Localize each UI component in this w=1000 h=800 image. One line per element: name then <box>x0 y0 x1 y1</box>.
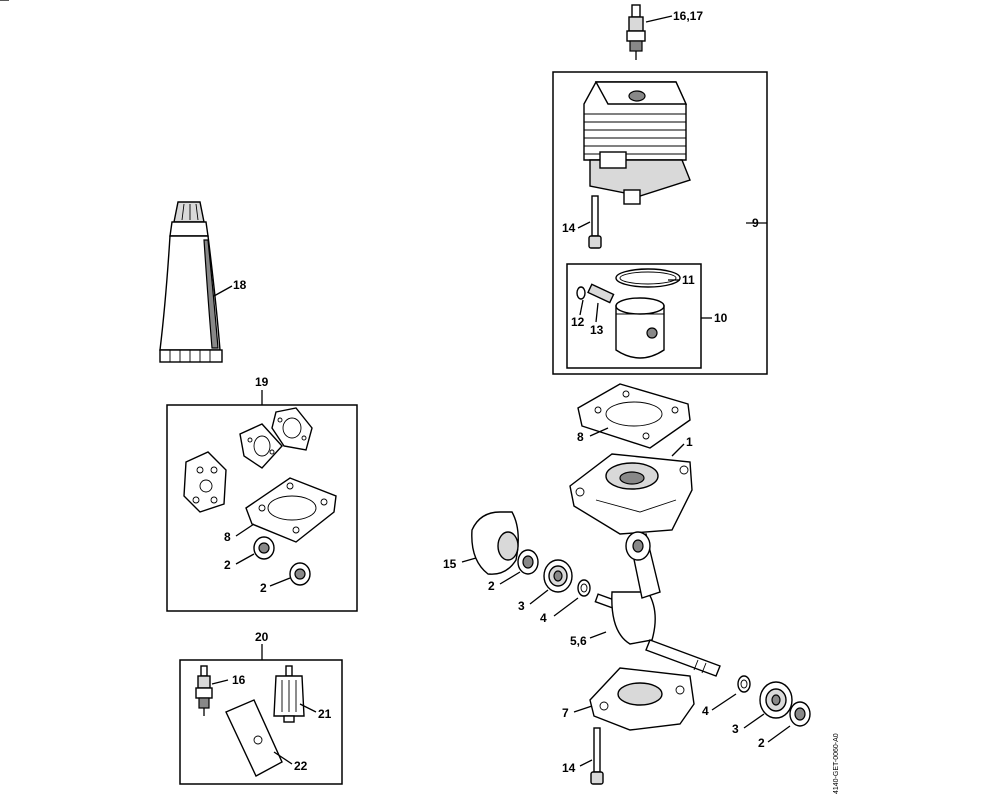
label-21: 21 <box>318 707 332 721</box>
label-4-left: 4 <box>540 611 547 625</box>
label-3-right: 3 <box>732 722 739 736</box>
label-8-right: 8 <box>577 430 584 444</box>
label-16: 16 <box>232 673 246 687</box>
crankshaft <box>594 531 721 677</box>
label-4-right: 4 <box>702 704 709 718</box>
crankcase-lower <box>589 667 695 731</box>
piston-ring <box>615 268 681 288</box>
label-19: 19 <box>255 375 269 389</box>
oil-seal-right <box>789 701 811 727</box>
piston-pin <box>587 283 615 304</box>
crankcase <box>569 453 693 535</box>
label-2-set-b: 2 <box>260 581 267 595</box>
air-filter <box>225 699 283 777</box>
cylinder-gasket <box>577 383 691 449</box>
label-13: 13 <box>590 323 604 337</box>
label-2-set-a: 2 <box>224 558 231 572</box>
washer-left <box>577 579 591 597</box>
bolt-top <box>588 195 602 249</box>
clutch-drum <box>471 511 519 575</box>
oil-seal-left <box>517 549 539 575</box>
cylinder <box>583 81 691 205</box>
label-14-bottom: 14 <box>562 761 576 775</box>
spark-plug-top <box>626 4 646 60</box>
label-2-left: 2 <box>488 579 495 593</box>
carburetor-gasket <box>183 451 227 513</box>
label-7: 7 <box>562 706 569 720</box>
label-5-6: 5,6 <box>570 634 587 648</box>
label-15: 15 <box>443 557 457 571</box>
label-8-left: 8 <box>224 530 231 544</box>
spark-plug-kit <box>195 665 213 716</box>
circlip <box>576 286 586 300</box>
label-16-17: 16,17 <box>673 9 703 23</box>
label-1: 1 <box>686 435 693 449</box>
label-14-top: 14 <box>562 221 576 235</box>
drawing-code: 4140-GET-0060-A0 <box>833 733 840 794</box>
tool-kit-box <box>179 659 343 785</box>
oil-seal-set-a <box>253 536 275 560</box>
label-12: 12 <box>571 315 585 329</box>
oil-seal-set-b <box>289 562 311 586</box>
label-18: 18 <box>233 278 247 292</box>
bolt-bottom <box>590 727 604 785</box>
piston-kit-box <box>566 263 702 369</box>
intake-gasket-b <box>271 407 313 451</box>
label-22: 22 <box>294 759 308 773</box>
ball-bearing-right <box>759 681 793 719</box>
label-10: 10 <box>714 311 728 325</box>
label-11: 11 <box>682 273 695 287</box>
intake-gasket-a <box>239 423 283 469</box>
label-3-left: 3 <box>518 599 525 613</box>
label-20: 20 <box>255 630 269 644</box>
piston <box>615 297 665 359</box>
washer-right <box>737 675 751 693</box>
grease-tube <box>159 201 223 363</box>
label-2-right: 2 <box>758 736 765 750</box>
cylinder-gasket-set <box>245 477 337 543</box>
ball-bearing-left <box>543 559 573 593</box>
label-9: 9 <box>752 216 759 230</box>
fuel-filter <box>273 665 305 723</box>
